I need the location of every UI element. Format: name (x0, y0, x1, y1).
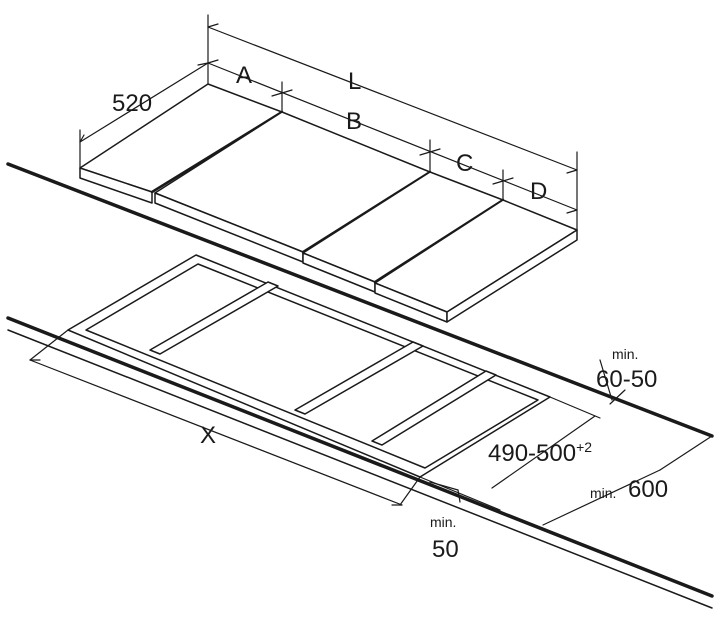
min-front-text: min. (430, 514, 457, 530)
dim-a-label: A (236, 62, 253, 89)
min-back-value: 60-50 (596, 366, 658, 393)
cutout-depth-label: 490-500+2 (488, 440, 592, 466)
dim-x-label: X (200, 422, 217, 449)
min-back-text: min. (612, 346, 639, 362)
worktop (6, 162, 714, 609)
min-depth-text: min. (590, 485, 617, 501)
min-front-value: 50 (432, 536, 459, 563)
dimension-lines-top (79, 14, 578, 231)
dim-d-label: D (530, 178, 548, 205)
hob-module-a (79, 83, 284, 204)
dim-520-label: 520 (112, 90, 153, 117)
dim-l-label: L (348, 68, 362, 95)
min-depth-value: 600 (628, 476, 669, 503)
dimension-lines-bottom (29, 329, 713, 526)
cutout-depth-value: 490-500 (488, 440, 577, 467)
dim-c-label: C (456, 150, 474, 177)
dim-b-label: B (346, 108, 363, 135)
cutout-depth-tolerance: +2 (576, 439, 593, 455)
cutout-frame (67, 254, 551, 478)
